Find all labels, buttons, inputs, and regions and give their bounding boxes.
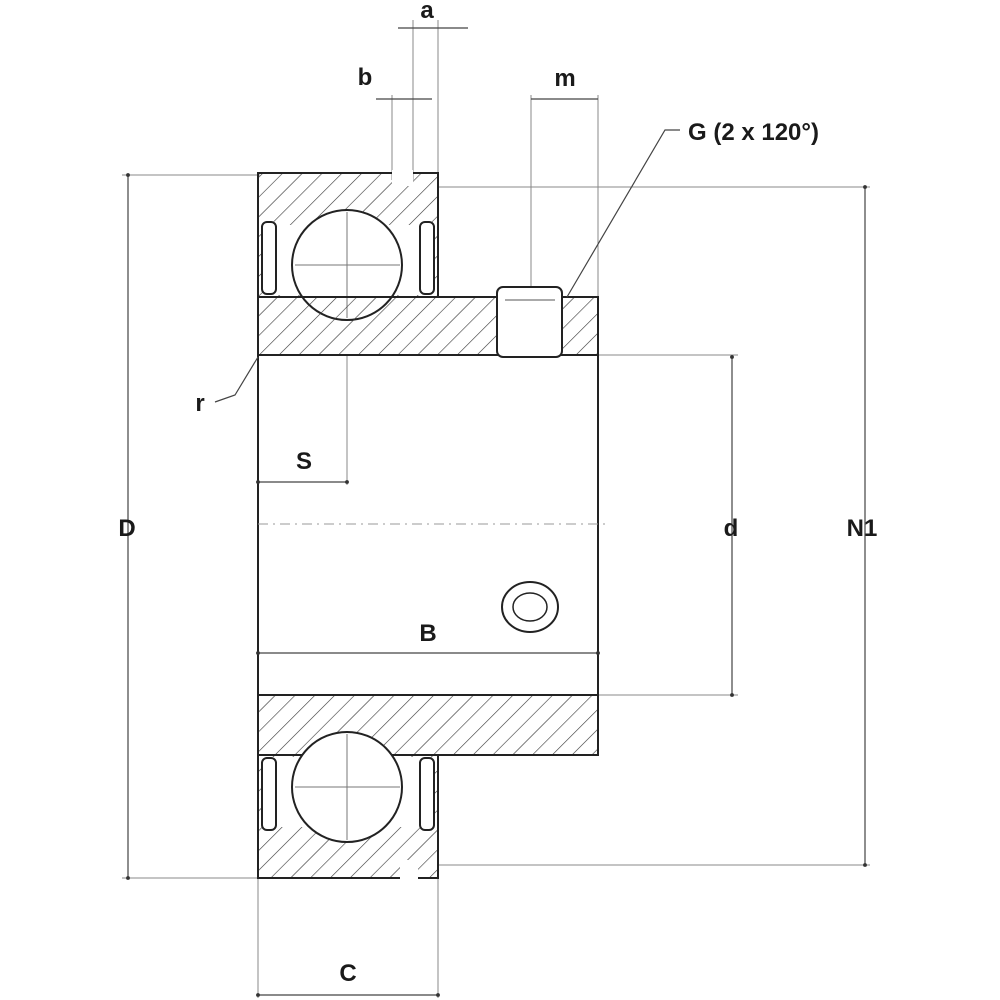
set-screw bbox=[496, 286, 563, 358]
label-s: S bbox=[296, 448, 312, 475]
label-b: b bbox=[358, 64, 373, 91]
seal-left bbox=[261, 221, 277, 295]
set-screw-hole bbox=[501, 581, 559, 633]
dimension-lines bbox=[126, 27, 867, 997]
label-d-outer: D bbox=[118, 515, 135, 542]
label-a: a bbox=[420, 0, 434, 24]
upper-outer-ring bbox=[257, 170, 439, 321]
label-m: m bbox=[554, 65, 575, 92]
bore bbox=[257, 355, 605, 695]
seal-right bbox=[419, 221, 435, 295]
label-r: r bbox=[195, 390, 204, 417]
lower-outer-ring bbox=[257, 731, 439, 880]
label-b-width: B bbox=[419, 620, 436, 647]
label-g: G (2 x 120°) bbox=[688, 119, 819, 146]
label-n1: N1 bbox=[847, 515, 878, 542]
upper-inner-ring bbox=[257, 286, 599, 358]
extension-lines bbox=[122, 20, 870, 998]
label-c: C bbox=[339, 960, 356, 987]
label-d-bore: d bbox=[724, 515, 739, 542]
